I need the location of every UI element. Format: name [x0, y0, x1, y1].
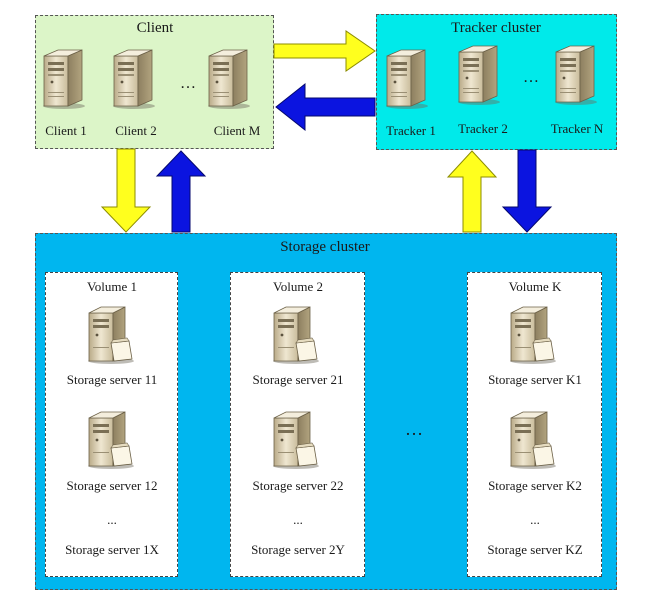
tracker-ellipsis: … — [523, 69, 539, 86]
arrow-storage-to-client — [155, 150, 207, 233]
storage-server-22-label: Storage server 22 — [252, 478, 344, 493]
client-title: Client — [136, 20, 174, 36]
volume-1-title: Volume 1 — [87, 279, 137, 294]
client-2-server-icon — [110, 48, 156, 110]
storage-server-21-icon — [270, 305, 320, 365]
volume-k-ellipsis: ... — [530, 512, 540, 527]
storage-server-22-icon — [270, 410, 320, 470]
arrow-client-to-storage — [100, 148, 152, 233]
storage-server-k1-icon — [507, 305, 557, 365]
storage-server-12-icon — [85, 410, 135, 470]
tracker-1-server-icon — [383, 48, 429, 110]
volume-k-title: Volume K — [508, 279, 562, 294]
volume-2-title: Volume 2 — [273, 279, 323, 294]
storage-server-12-label: Storage server 12 — [66, 478, 158, 493]
storage-server-2y-label: Storage server 2Y — [251, 542, 345, 557]
client-m-label: Client M — [213, 123, 261, 138]
volumes-ellipsis: … — [405, 419, 423, 439]
volume-2-ellipsis: ... — [293, 512, 303, 527]
tracker-n-label: Tracker N — [550, 121, 604, 136]
storage-server-11-label: Storage server 11 — [66, 372, 158, 387]
arrow-tracker-to-storage — [501, 149, 553, 233]
client-ellipsis: … — [180, 75, 196, 92]
client-1-server-icon — [40, 48, 86, 110]
client-m-server-icon — [205, 48, 251, 110]
volume-1-ellipsis: ... — [107, 512, 117, 527]
tracker-2-server-icon — [455, 44, 501, 106]
arrow-client-to-tracker — [273, 30, 376, 72]
client-2-label: Client 2 — [115, 123, 157, 138]
storage-cluster-title: Storage cluster — [280, 239, 370, 255]
tracker-2-label: Tracker 2 — [458, 121, 508, 136]
tracker-cluster-title: Tracker cluster — [451, 20, 541, 36]
storage-server-21-label: Storage server 21 — [252, 372, 344, 387]
storage-server-k1-label: Storage server K1 — [488, 372, 582, 387]
storage-server-1x-label: Storage server 1X — [65, 542, 159, 557]
storage-server-kz-label: Storage server KZ — [487, 542, 583, 557]
storage-server-k2-icon — [507, 410, 557, 470]
storage-server-k2-label: Storage server K2 — [488, 478, 582, 493]
tracker-n-server-icon — [552, 44, 598, 106]
storage-server-11-icon — [85, 305, 135, 365]
tracker-1-label: Tracker 1 — [386, 123, 436, 138]
arrow-storage-to-tracker — [446, 150, 498, 233]
arrow-tracker-to-client — [275, 82, 376, 132]
client-1-label: Client 1 — [45, 123, 87, 138]
